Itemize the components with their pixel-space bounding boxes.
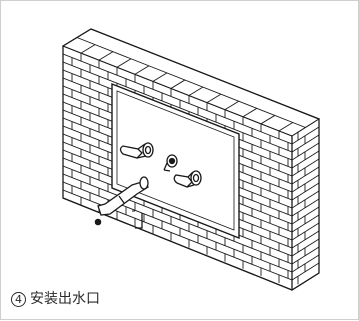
installation-markers [94,210,143,229]
spout [97,176,149,216]
right-handle [173,170,202,188]
center-diverter [163,154,178,172]
left-handle [119,142,154,159]
step-title: 安装出水口 [30,291,100,307]
step-number-badge: 4 [11,291,26,307]
step-caption: 4 安装出水口 [11,290,100,308]
